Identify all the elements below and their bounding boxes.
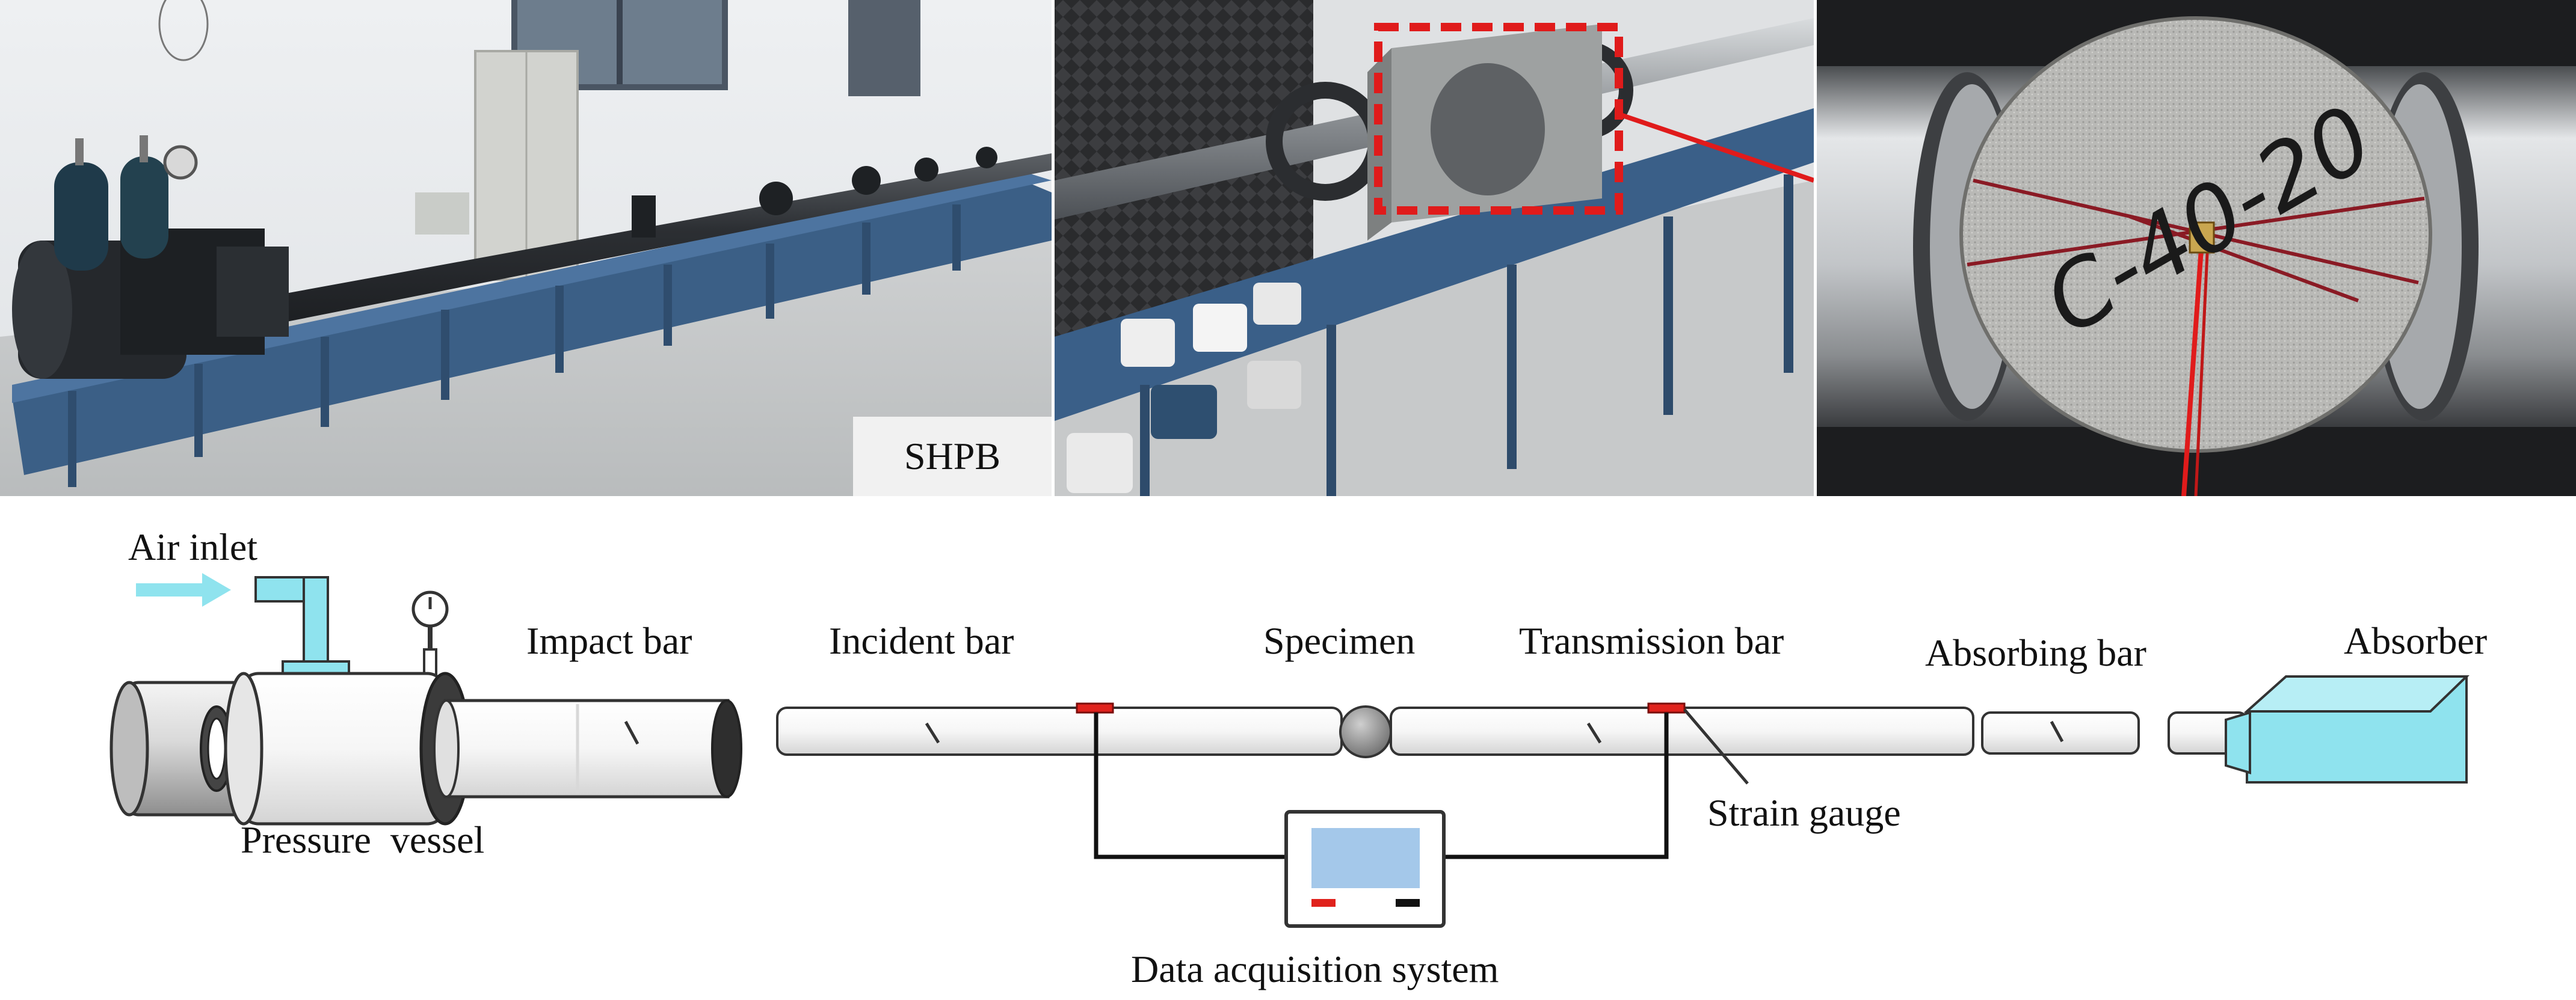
specimen-holder-photo <box>1055 0 1814 496</box>
specimen-label: Specimen <box>1263 619 1415 662</box>
lab-overview-photo: SHPB <box>0 0 1052 496</box>
daq-black-indicator <box>1396 899 1420 907</box>
impact-bar-label: Impact bar <box>526 619 692 662</box>
shpb-schematic: Air inlet Impact bar Pressure vessel <box>109 526 2487 990</box>
specimen <box>1339 705 1392 758</box>
absorber <box>2168 675 2470 784</box>
shpb-tag: SHPB <box>853 417 1052 496</box>
air-inlet-label: Air inlet <box>128 526 257 568</box>
daq-red-indicator <box>1311 899 1336 907</box>
specimen-closeup-photo: C-40-20 <box>1817 0 2576 496</box>
strain-gauge-transmission <box>1647 702 1686 714</box>
absorber-label: Absorber <box>2344 619 2487 662</box>
strain-gauge-label: Strain gauge <box>1707 791 1901 834</box>
incident-bar-label: Incident bar <box>829 619 1014 662</box>
daq-screen <box>1311 828 1420 888</box>
absorbing-bar-label: Absorbing bar <box>1925 631 2146 674</box>
pressure-vessel <box>109 672 471 826</box>
transmission-bar <box>1390 707 1974 756</box>
absorbing-bar <box>1981 711 2140 755</box>
strain-gauge-leader <box>1683 708 1749 785</box>
wire-transmission <box>1444 713 1669 859</box>
data-acquisition-box <box>1284 810 1446 928</box>
highlight-box <box>1374 23 1623 215</box>
pressure-gauge-icon <box>411 590 449 681</box>
zoom-arrow <box>1618 112 1814 183</box>
transmission-bar-label: Transmission bar <box>1519 619 1784 662</box>
impact-bar <box>433 699 742 799</box>
incident-bar <box>776 707 1343 756</box>
air-inlet-arrow <box>136 573 231 607</box>
wire-incident <box>1094 713 1286 859</box>
data-acquisition-label: Data acquisition system <box>1131 948 1499 990</box>
pressure-vessel-label: Pressure vessel <box>241 818 484 861</box>
inlet-pipe <box>254 576 350 681</box>
strain-gauge-incident <box>1076 702 1114 714</box>
